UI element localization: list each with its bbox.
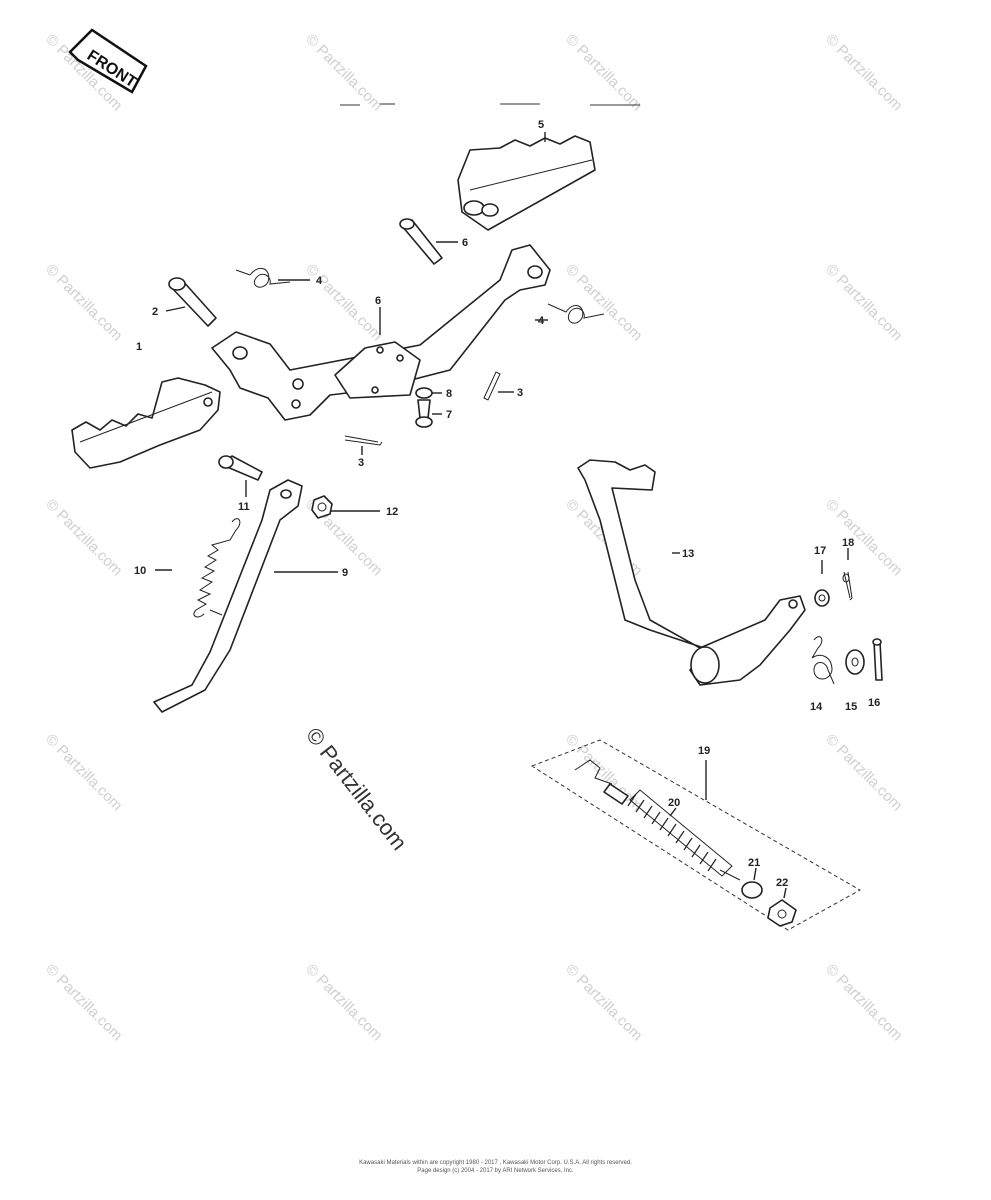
- watermark: © Partzilla.com: [42, 496, 125, 579]
- callout-15: 15: [845, 701, 857, 713]
- callout-7: 7: [446, 409, 452, 421]
- stand-spring: [193, 518, 241, 618]
- watermark: © Partzilla.com: [42, 731, 125, 814]
- callout-22: 22: [776, 877, 788, 889]
- footpeg-left: [71, 377, 221, 469]
- callouts: 5 6 4 2 6 4 1 8 7 3 3 11 12 10 9 13 17 1…: [134, 119, 880, 889]
- watermark: © Partzilla.com: [302, 31, 385, 114]
- watermark: © Partzilla.com: [302, 261, 385, 344]
- cotter-pin-bottom: [344, 435, 383, 446]
- footpeg-bracket: [211, 244, 551, 421]
- watermark: © Partzilla.com: [562, 261, 645, 344]
- washer-17: [814, 589, 830, 607]
- pedal-spring-14: [811, 636, 835, 685]
- callout-21: 21: [748, 857, 760, 869]
- nut-12: [311, 495, 333, 519]
- spring-right: [547, 303, 605, 324]
- copyright-line: Kawasaki Materials within are copyright …: [359, 1160, 632, 1166]
- watermark: © Partzilla.com: [562, 731, 645, 814]
- center-watermark: © Partzilla.com: [301, 723, 412, 855]
- spring-left: [235, 267, 291, 288]
- callout-9: 9: [342, 567, 348, 579]
- top-dashes: [340, 103, 640, 106]
- pin-16: [872, 638, 883, 681]
- callout-3-bottom: 3: [358, 457, 364, 469]
- callout-16: 16: [868, 697, 880, 709]
- watermark: © Partzilla.com: [822, 496, 905, 579]
- callout-14: 14: [810, 701, 823, 713]
- callout-3-right: 3: [517, 387, 523, 399]
- watermark: © Partzilla.com: [822, 731, 905, 814]
- callout-4-right: 4: [538, 315, 545, 327]
- footpeg-pin-left: [168, 277, 217, 327]
- front-arrow: FRONT: [68, 28, 148, 94]
- callout-4-left: 4: [316, 275, 323, 287]
- washer-15: [845, 649, 865, 675]
- bolt-7: [415, 399, 433, 428]
- leader-lines: [155, 132, 849, 899]
- page-design-line: Page design (c) 2004 - 2017 by ARI Netwo…: [417, 1168, 574, 1174]
- washer-8: [415, 387, 433, 399]
- callout-19: 19: [698, 745, 710, 757]
- watermark: © Partzilla.com: [42, 261, 125, 344]
- footpeg-pin-right: [399, 218, 443, 265]
- callout-10: 10: [134, 565, 146, 577]
- callout-1: 1: [136, 341, 142, 353]
- watermark: © Partzilla.com: [302, 961, 385, 1044]
- callout-11: 11: [238, 501, 250, 513]
- callout-17: 17: [814, 545, 826, 557]
- watermark: © Partzilla.com: [42, 961, 125, 1044]
- brake-pedal: [577, 459, 806, 686]
- watermark: © Partzilla.com: [562, 31, 645, 114]
- watermark: © Partzilla.com: [822, 961, 905, 1044]
- callout-20: 20: [668, 797, 680, 809]
- watermark: © Partzilla.com: [822, 31, 905, 114]
- watermark: © Partzilla.com: [822, 261, 905, 344]
- callout-12: 12: [386, 506, 398, 518]
- bolt-11: [218, 455, 263, 481]
- cotter-pin-right: [483, 371, 501, 401]
- side-stand: [153, 479, 303, 713]
- brake-switch-assembly: [530, 739, 862, 931]
- callout-13: 13: [682, 548, 694, 560]
- footpeg-right: [457, 135, 596, 231]
- watermark: © Partzilla.com: [562, 961, 645, 1044]
- callout-8: 8: [446, 388, 452, 400]
- callout-6-pin: 6: [462, 237, 468, 249]
- cotter-pin-18: [842, 571, 853, 601]
- callout-2: 2: [152, 306, 158, 318]
- callout-6-bracket: 6: [375, 295, 381, 307]
- callout-18: 18: [842, 537, 854, 549]
- callout-5: 5: [538, 119, 544, 131]
